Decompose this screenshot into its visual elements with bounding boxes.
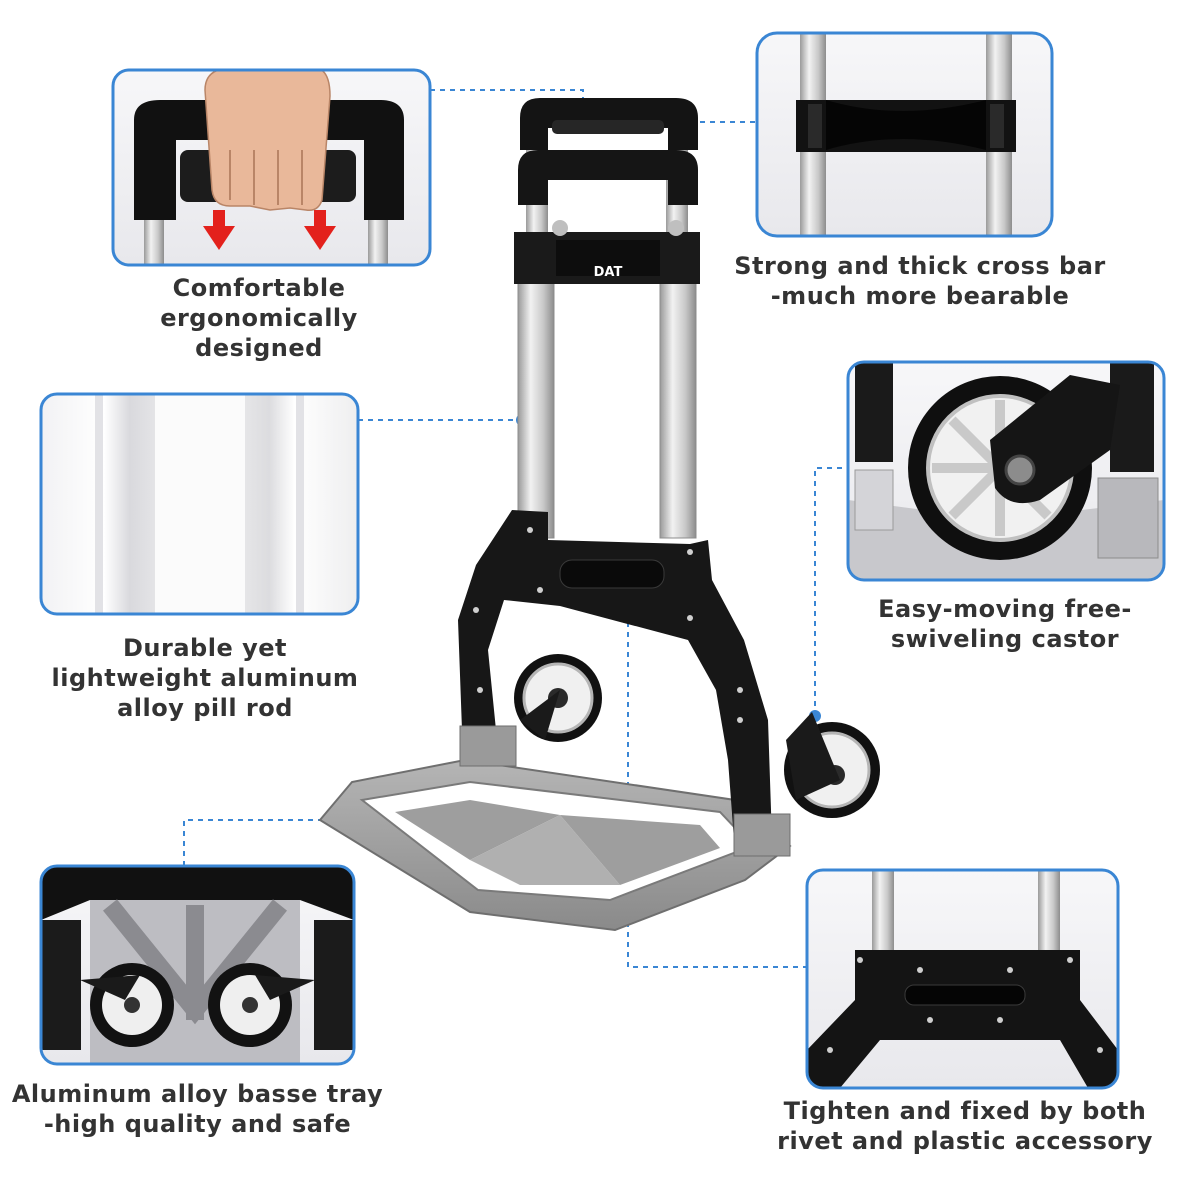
- detail-tray: [39, 864, 356, 1066]
- detail-crossbar: [755, 31, 1054, 238]
- wheel-right: [784, 712, 880, 818]
- hand-truck: DAT: [318, 98, 880, 932]
- detail-handle: [111, 68, 432, 267]
- caption-castor: Easy-moving free- swiveling castor: [878, 595, 1132, 653]
- detail-castor: [846, 360, 1166, 582]
- caption-crossbar: Strong and thick cross bar -much more be…: [734, 252, 1106, 310]
- wheel-left: [514, 654, 602, 742]
- detail-rod: [39, 392, 360, 616]
- caption-rod: Durable yet lightweight aluminum alloy p…: [51, 634, 359, 722]
- brand-logo: DAT: [594, 265, 623, 280]
- caption-rivet: Tighten and fixed by both rivet and plas…: [777, 1097, 1153, 1155]
- down-arrow-icon: [203, 210, 336, 250]
- caption-handle: Comfortable ergonomically designed: [160, 274, 358, 362]
- caption-tray: Aluminum alloy basse tray -high quality …: [11, 1080, 384, 1138]
- detail-rivet: [805, 868, 1120, 1090]
